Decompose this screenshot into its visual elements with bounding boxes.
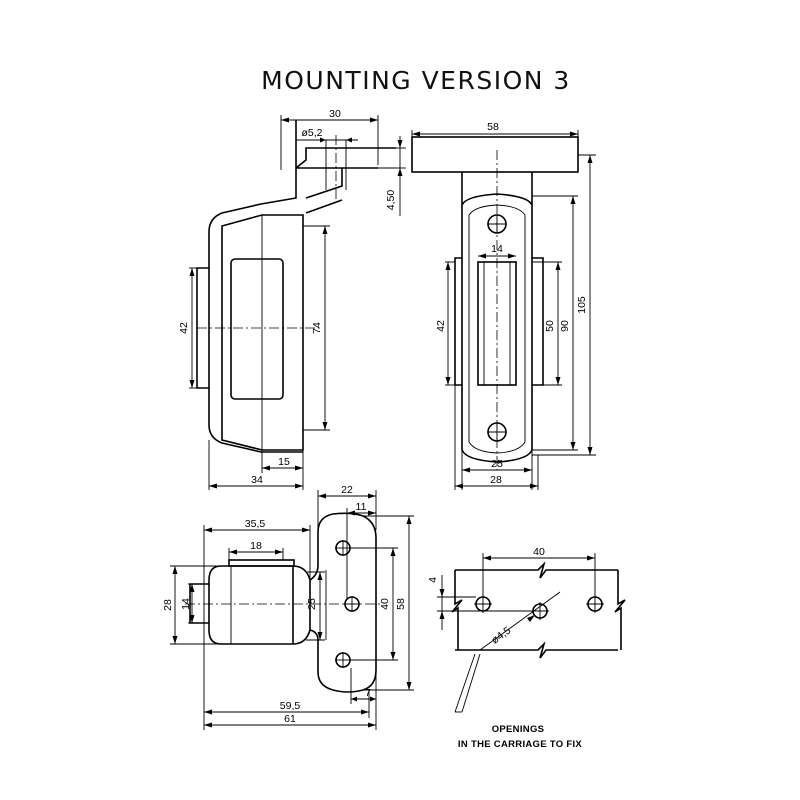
- front-dim-25: 25: [491, 458, 503, 470]
- side-dim-15: 15: [278, 456, 290, 468]
- top-view: 35,5 18 22 11 28 14: [162, 484, 414, 730]
- side-dim-hole: ø5,2: [301, 127, 322, 139]
- drawing-title: MOUNTING VERSION 3: [261, 66, 571, 95]
- front-dim-105: 105: [576, 296, 588, 314]
- front-dim-50: 50: [544, 320, 556, 332]
- top-dim-61: 61: [284, 713, 296, 725]
- top-dim-28: 28: [162, 599, 174, 611]
- top-dim-59-5: 59,5: [280, 700, 301, 712]
- top-dim-35-5: 35,5: [245, 518, 266, 530]
- side-view: 42 74 30 ø5,2 4,50: [178, 108, 406, 490]
- front-dim-58: 58: [487, 121, 499, 133]
- side-dim-34: 34: [251, 474, 263, 486]
- top-dim-11: 11: [356, 501, 367, 513]
- detail-dim-4: 4: [427, 577, 439, 583]
- side-dim-74: 74: [311, 322, 323, 334]
- front-dim-90: 90: [559, 320, 571, 332]
- top-dim-7: 7: [365, 687, 371, 699]
- side-dim-4-50: 4,50: [385, 190, 397, 211]
- detail-note-line1: OPENINGS: [492, 724, 545, 735]
- front-dim-28: 28: [490, 474, 502, 486]
- top-dim-14: 14: [180, 598, 192, 610]
- front-dim-42: 42: [435, 320, 447, 332]
- detail-openings: 40 4 ø4,5 OPENINGS IN THE CARRIAGE TO FI…: [427, 546, 626, 750]
- side-dim-42: 42: [178, 322, 190, 334]
- side-dim-30: 30: [329, 108, 341, 120]
- front-view: 42 58 14 50 90 105: [411, 121, 596, 490]
- top-dim-22: 22: [341, 484, 353, 496]
- detail-dim-hole: ø4,5: [489, 624, 513, 646]
- top-dim-25: 25: [306, 598, 318, 610]
- detail-dim-40: 40: [533, 546, 545, 558]
- front-dim-14: 14: [491, 243, 503, 255]
- top-dim-58: 58: [395, 598, 407, 610]
- top-dim-18: 18: [250, 540, 262, 552]
- top-dim-40: 40: [379, 598, 391, 610]
- detail-note-line2: IN THE CARRIAGE TO FIX: [458, 739, 582, 750]
